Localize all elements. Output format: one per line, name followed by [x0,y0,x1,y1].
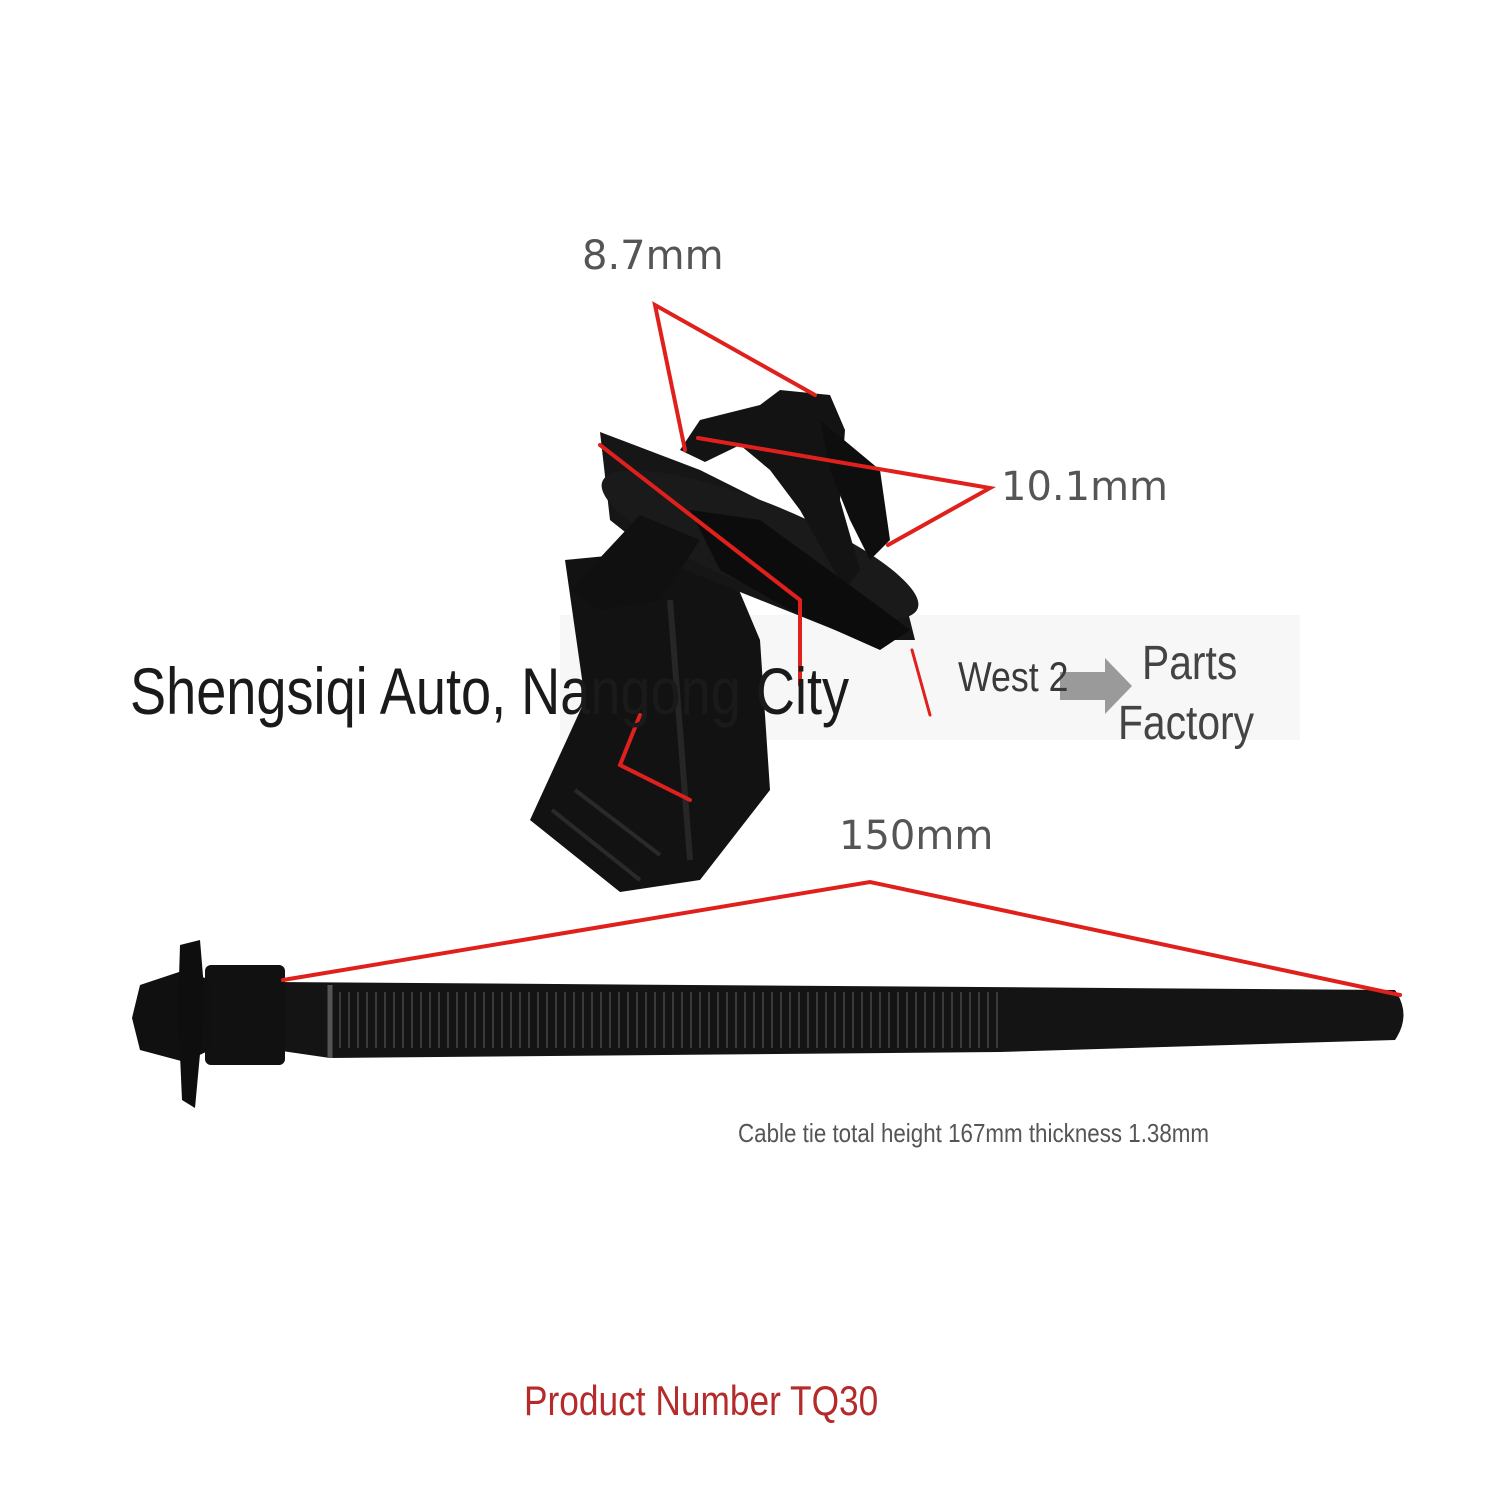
dimension-lines [281,301,1402,997]
dim-line-10-1mm [696,436,996,547]
push-clip [530,390,919,892]
spec-note: Cable tie total height 167mm thickness 1… [738,1118,1210,1148]
dim-line-150mm [281,879,1402,997]
company-watermark: Shengsiqi Auto, Nangong City [130,654,850,728]
dim-line-clip-base [910,648,932,717]
dimension-label-150mm: 150mm [839,813,994,859]
dimension-label-8-7mm: 8.7mm [582,233,724,279]
factory-watermark-line1: Parts [1142,637,1238,690]
dimension-label-10-1mm: 10.1mm [1001,464,1168,510]
dim-line-11mm [598,443,802,687]
factory-watermark-line2: Factory [1118,697,1255,750]
dim-line-bottom-edge [617,713,692,802]
dim-line-8-7mm [652,301,817,452]
strap-serrations [339,992,998,1048]
product-number-label: Product Number TQ30 [524,1377,879,1424]
arrow-watermark [1060,658,1132,714]
location-watermark: West 2 [958,653,1069,700]
cable-tie [132,940,1404,1108]
